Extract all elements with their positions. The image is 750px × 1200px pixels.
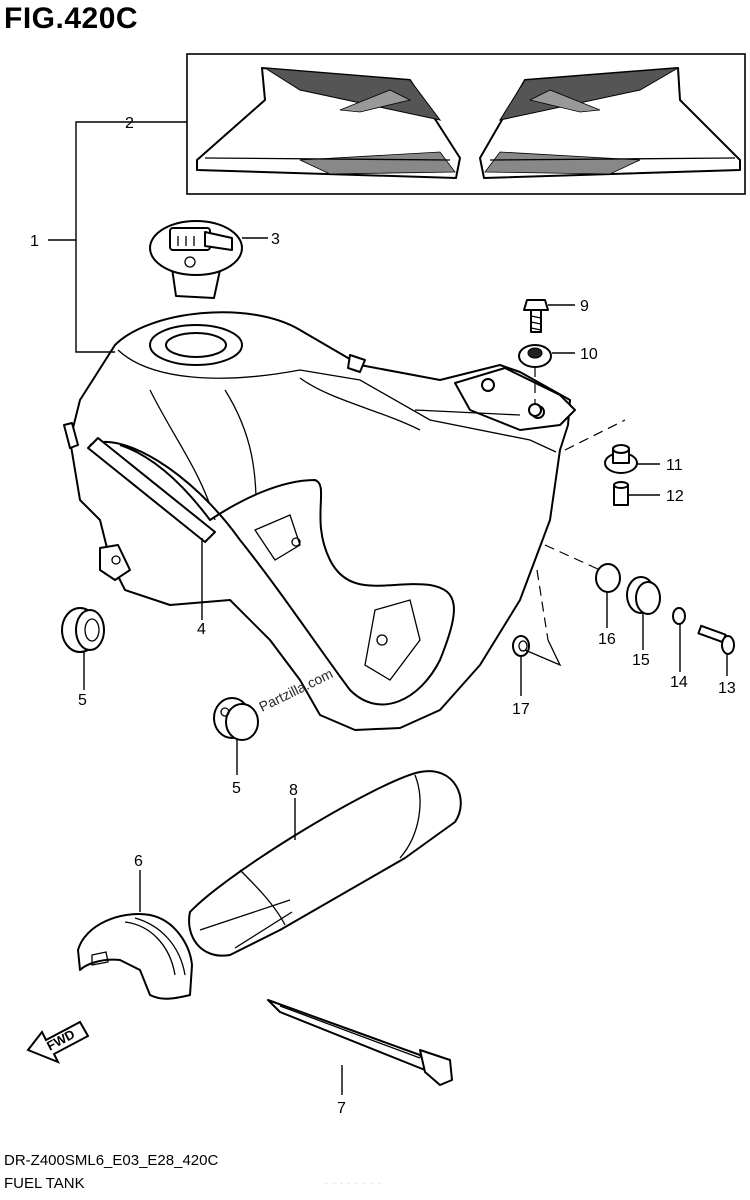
decal-set[interactable] — [186, 53, 746, 195]
callout-12[interactable]: 12 — [666, 488, 684, 505]
collar-14[interactable] — [672, 607, 686, 625]
callout-17[interactable]: 17 — [512, 701, 530, 718]
cable-tie-7[interactable] — [267, 999, 453, 1086]
callout-14[interactable]: 14 — [670, 674, 688, 691]
fuel-tank[interactable] — [63, 311, 576, 731]
forward-arrow-icon: FWD — [26, 1020, 90, 1064]
cushion-11[interactable] — [604, 444, 638, 474]
figure-title: FIG.420C — [4, 2, 139, 35]
footer-faint-text: · · · · · · · · — [325, 1178, 382, 1188]
washer-10[interactable] — [518, 344, 552, 417]
fuel-cap[interactable] — [149, 220, 243, 299]
collar-12[interactable] — [613, 481, 629, 506]
cushion-15[interactable] — [626, 576, 661, 615]
callout-2[interactable]: 2 — [125, 115, 134, 132]
callout-7[interactable]: 7 — [337, 1100, 346, 1117]
cushion-16[interactable] — [595, 563, 621, 593]
callout-9[interactable]: 9 — [580, 298, 589, 315]
cushion-6[interactable] — [77, 913, 193, 1000]
cushion-front[interactable] — [61, 607, 105, 653]
cushion-side[interactable] — [213, 697, 259, 741]
footer-model-code: DR-Z400SML6_E03_E28_420C — [4, 1152, 219, 1169]
callout-5-side[interactable]: 5 — [232, 780, 241, 797]
footer-section-name: FUEL TANK — [4, 1175, 85, 1192]
callout-5-front[interactable]: 5 — [78, 692, 87, 709]
callout-10[interactable]: 10 — [580, 346, 598, 363]
callout-4[interactable]: 4 — [197, 621, 206, 638]
tank-strip[interactable] — [87, 437, 216, 543]
bolt-9[interactable] — [523, 299, 549, 333]
nut-17[interactable] — [512, 635, 530, 657]
callout-6[interactable]: 6 — [134, 853, 143, 870]
callout-13[interactable]: 13 — [718, 680, 736, 697]
callout-15[interactable]: 15 — [632, 652, 650, 669]
callout-1[interactable]: 1 — [30, 233, 39, 250]
callout-16[interactable]: 16 — [598, 631, 616, 648]
callout-8[interactable]: 8 — [289, 782, 298, 799]
leader-lines — [48, 121, 728, 1095]
callout-3[interactable]: 3 — [271, 231, 280, 248]
protector-8[interactable] — [188, 770, 462, 957]
callout-11[interactable]: 11 — [666, 457, 683, 474]
bolt-13[interactable] — [697, 624, 735, 655]
